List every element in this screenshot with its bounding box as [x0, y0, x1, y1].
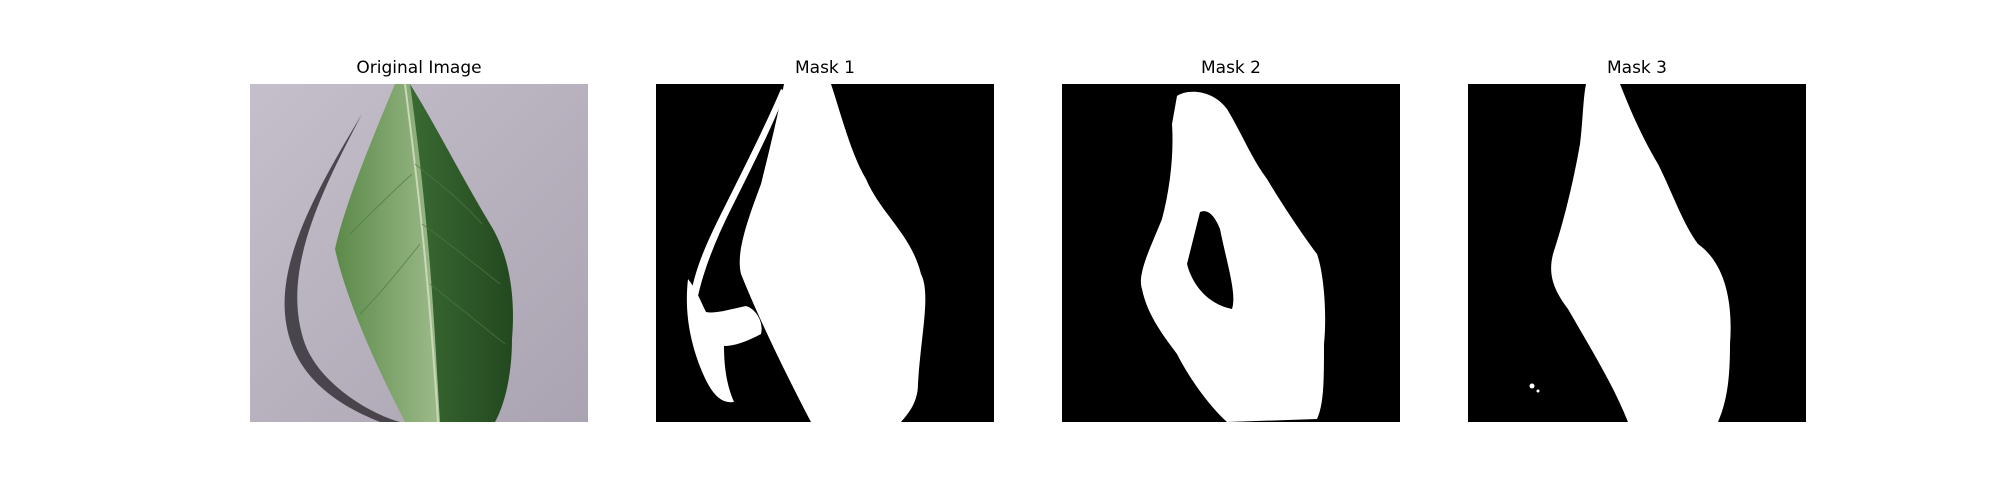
panel-title-mask-3: Mask 3 [1606, 58, 1667, 78]
leaf-photo [250, 84, 588, 422]
mask-3-noise-speck [1536, 389, 1540, 393]
mask-3-noise-speck [1529, 383, 1535, 389]
mask-2-image [1062, 84, 1400, 422]
panel-title-original: Original Image [356, 58, 482, 78]
mask-3-panel [1468, 84, 1806, 422]
panel-title-mask-2: Mask 2 [1200, 58, 1261, 78]
panel-title-mask-1: Mask 1 [794, 58, 855, 78]
mask-1-image [656, 84, 994, 422]
mask-3-image [1468, 84, 1806, 422]
mask-1-leaf-region [739, 84, 926, 422]
mask-1-edge-stripe [691, 89, 786, 296]
leaf-left-half [335, 84, 440, 422]
leaf-veins [349, 163, 506, 345]
mask-2-leaf-ring [1140, 91, 1326, 422]
original-image-panel [250, 84, 588, 422]
mask-1-panel [656, 84, 994, 422]
mask-2-panel [1062, 84, 1400, 422]
mask-1-shadow-blob [686, 279, 762, 403]
leaf-midrib [404, 84, 439, 422]
mask-3-leaf-region [1551, 84, 1731, 422]
